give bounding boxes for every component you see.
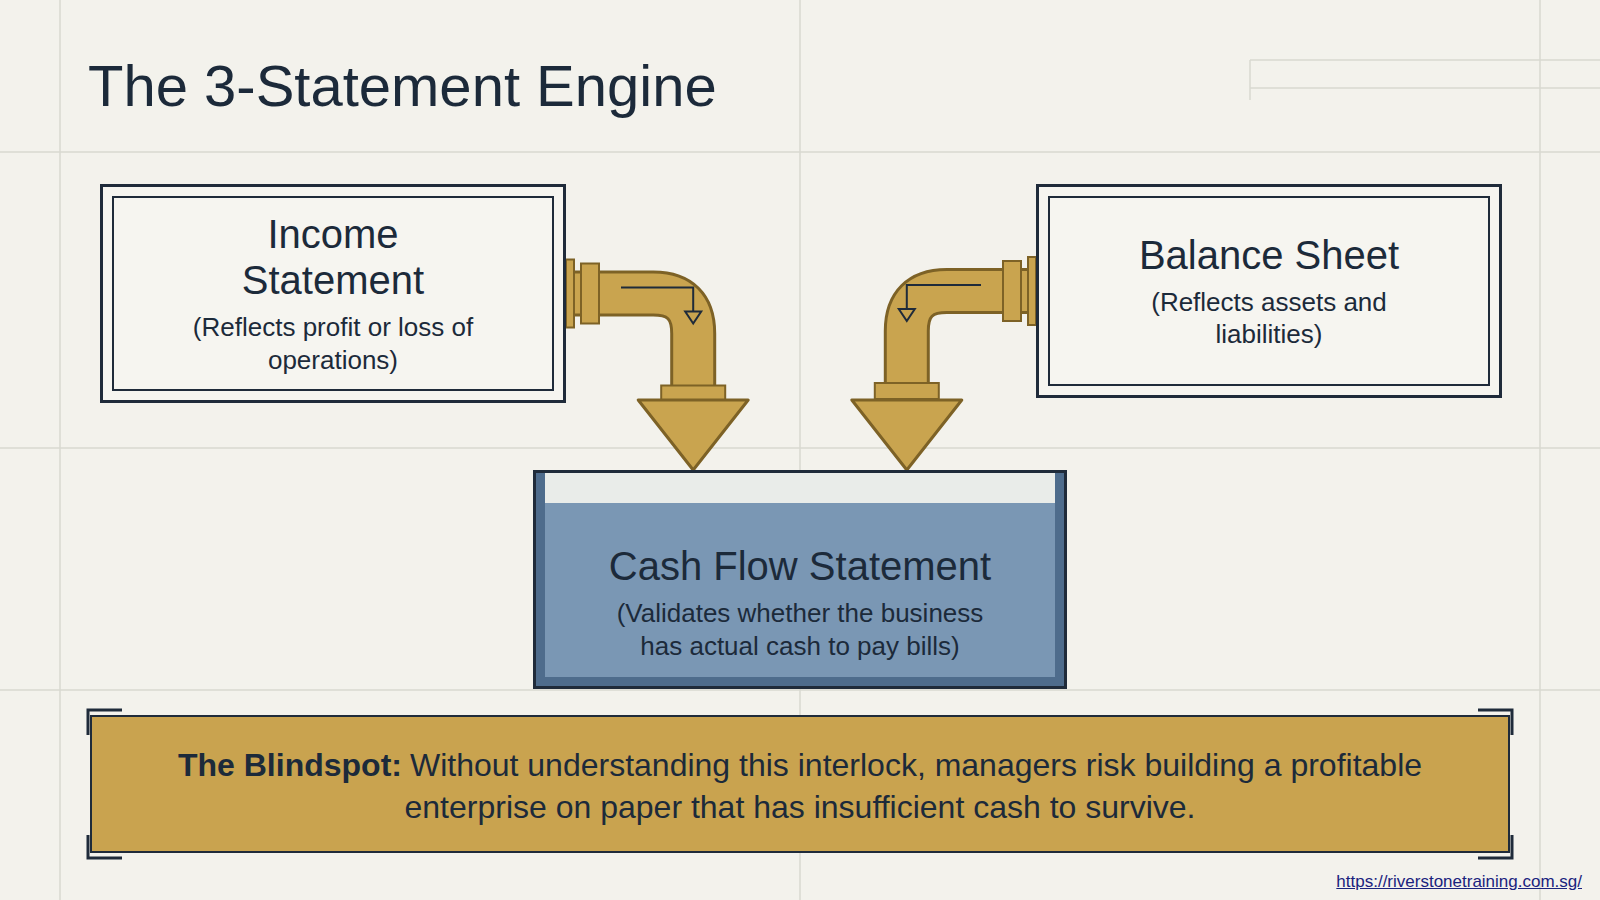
cash-tank: Cash Flow Statement (Validates whether th… xyxy=(533,470,1067,689)
statement-box: Income Statement (Reflects profit or loss… xyxy=(100,184,566,403)
slide-title: The 3-Statement Engine xyxy=(88,52,717,119)
node-body: (Validates whether the business has actu… xyxy=(600,597,1000,662)
pipe-connector xyxy=(852,257,1036,470)
node-heading: The Blindspot: xyxy=(178,747,402,783)
source-url: https://riverstonetraining.com.sg/ xyxy=(1336,872,1582,892)
node-body: (Reflects profit or loss of operations) xyxy=(173,311,493,376)
pipe-connector xyxy=(566,260,748,471)
blindspot-band: The Blindspot:Without understanding this… xyxy=(90,715,1510,853)
node-heading: Balance Sheet xyxy=(1139,232,1399,278)
statement-box: Balance Sheet (Reflects assets and liabil… xyxy=(1036,184,1502,398)
node-heading: Cash Flow Statement xyxy=(609,543,991,589)
node-heading: Income Statement xyxy=(173,211,493,303)
node-body: Without understanding this interlock, ma… xyxy=(405,747,1423,825)
node-body: (Reflects assets and liabilities) xyxy=(1109,286,1429,351)
